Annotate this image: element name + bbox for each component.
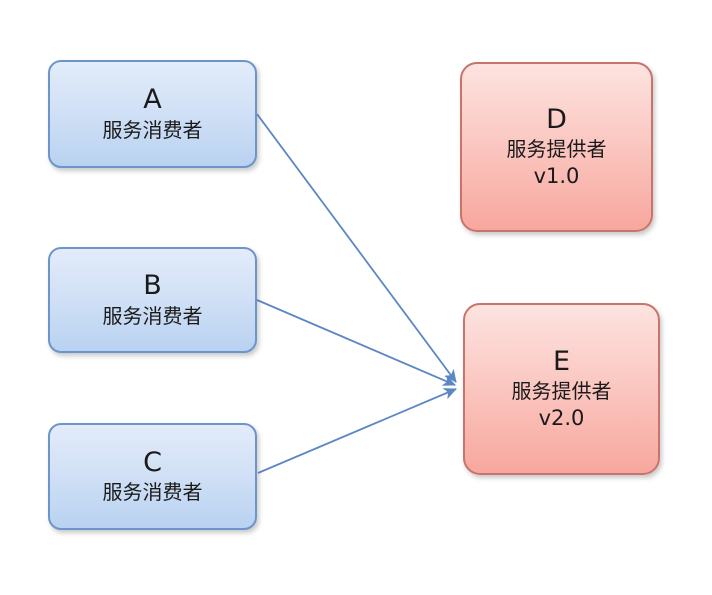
node-e-service-provider-v2[interactable]: E 服务提供者 v2.0 [463,303,660,475]
node-b-title: B [143,270,162,302]
node-c-service-consumer[interactable]: C 服务消费者 [48,423,257,530]
edge-A-to-E [256,113,457,383]
node-b-subtitle: 服务消费者 [102,303,203,328]
node-a-title: A [143,84,162,116]
node-d-service-provider-v1[interactable]: D 服务提供者 v1.0 [460,62,653,232]
node-d-version: v1.0 [533,164,580,189]
node-b-service-consumer[interactable]: B 服务消费者 [48,247,257,353]
node-e-version: v2.0 [538,406,585,431]
node-c-subtitle: 服务消费者 [102,480,203,505]
node-c-title: C [143,446,162,478]
node-d-title: D [546,104,567,136]
node-a-subtitle: 服务消费者 [102,117,203,142]
node-e-title: E [552,346,571,378]
node-a-service-consumer[interactable]: A 服务消费者 [48,60,257,168]
edge-lines [256,113,457,474]
edge-B-to-E [256,299,456,386]
node-d-subtitle: 服务提供者 [506,137,607,162]
node-e-subtitle: 服务提供者 [511,379,612,404]
edge-C-to-E [257,388,457,474]
